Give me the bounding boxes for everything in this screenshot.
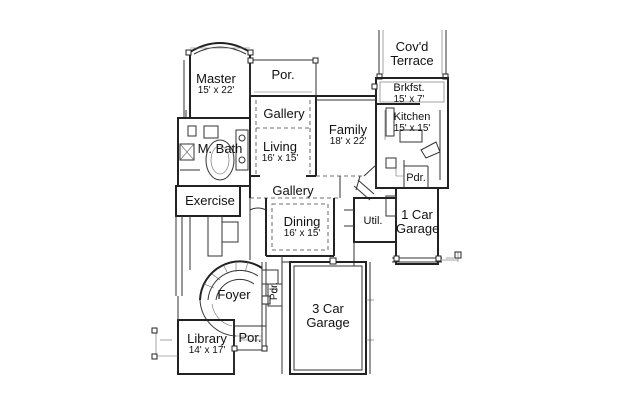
brkfst-label: Brkfst. 15' x 7' xyxy=(384,82,434,105)
library-dims: 14' x 17' xyxy=(188,344,226,356)
family-name: Family xyxy=(328,122,368,137)
garage-1-name-1: 1 Car xyxy=(401,207,433,222)
exercise-outline xyxy=(175,185,241,296)
dimension-bracket xyxy=(151,327,178,360)
foyer-name: Foyer xyxy=(217,287,251,302)
covd-terrace-label: Cov'd Terrace xyxy=(382,40,442,67)
three-car-garage-outline xyxy=(281,256,374,375)
porch-top-label: Por. xyxy=(258,68,308,82)
garage-1-label: 1 Car Garage xyxy=(396,207,440,236)
covd-terrace-name-1: Cov'd xyxy=(395,39,429,54)
dining-name: Dining xyxy=(283,214,321,229)
dining-label: Dining 16' x 15' xyxy=(276,215,328,239)
living-dims: 16' x 15' xyxy=(261,152,299,164)
master-dims: 15' x 22' xyxy=(197,84,235,96)
pdr-left-label: Pdr. xyxy=(268,278,281,304)
pdr-left-name: Pdr. xyxy=(268,282,280,301)
dining-outline xyxy=(249,198,335,260)
porch-bottom-name: Por. xyxy=(238,330,262,345)
family-room-outline xyxy=(315,95,377,201)
living-label: Living 16' x 15' xyxy=(254,140,306,164)
util-name: Util. xyxy=(363,215,383,227)
living-name: Living xyxy=(263,139,297,154)
family-dims: 18' x 22' xyxy=(329,135,367,147)
gallery-mid-name: Gallery xyxy=(272,183,314,198)
brkfst-name: Brkfst. xyxy=(393,82,425,94)
exercise-label: Exercise xyxy=(182,194,238,208)
exercise-name: Exercise xyxy=(185,193,235,208)
library-label: Library 14' x 17' xyxy=(182,332,232,356)
covd-terrace-name-2: Terrace xyxy=(390,52,434,68)
gallery-top-name: Gallery xyxy=(263,106,305,121)
pdr-right-label: Pdr. xyxy=(402,172,430,185)
kitchen-label: Kitchen 15' x 15' xyxy=(386,111,438,134)
m-bath-label: M. Bath xyxy=(192,142,248,156)
util-label: Util. xyxy=(358,215,388,228)
porch-bottom-label: Por. xyxy=(236,331,264,345)
gallery-mid-label: Gallery xyxy=(266,184,320,198)
brkfst-dims: 15' x 7' xyxy=(393,93,425,105)
kitchen-name: Kitchen xyxy=(393,111,431,123)
garage-3-name-2: Garage xyxy=(306,314,350,330)
library-name: Library xyxy=(187,331,227,346)
m-bath-name: M. Bath xyxy=(197,141,243,156)
master-label: Master 15' x 22' xyxy=(190,72,242,96)
master-suite-outline xyxy=(183,42,254,119)
garage-1-name-2: Garage xyxy=(396,220,440,236)
foyer-label: Foyer xyxy=(214,288,254,302)
library-porch-outline xyxy=(177,296,268,375)
porch-top-name: Por. xyxy=(271,67,295,82)
gallery-top-label: Gallery xyxy=(260,107,308,121)
garage-3-name-1: 3 Car xyxy=(312,301,344,316)
utility-outline xyxy=(344,195,397,266)
pdr-right-name: Pdr. xyxy=(406,172,426,184)
garage-3-label: 3 Car Garage xyxy=(296,302,360,329)
dining-dims: 16' x 15' xyxy=(283,227,321,239)
kitchen-dims: 15' x 15' xyxy=(393,122,431,134)
master-name: Master xyxy=(196,71,236,86)
family-label: Family 18' x 22' xyxy=(320,123,376,147)
